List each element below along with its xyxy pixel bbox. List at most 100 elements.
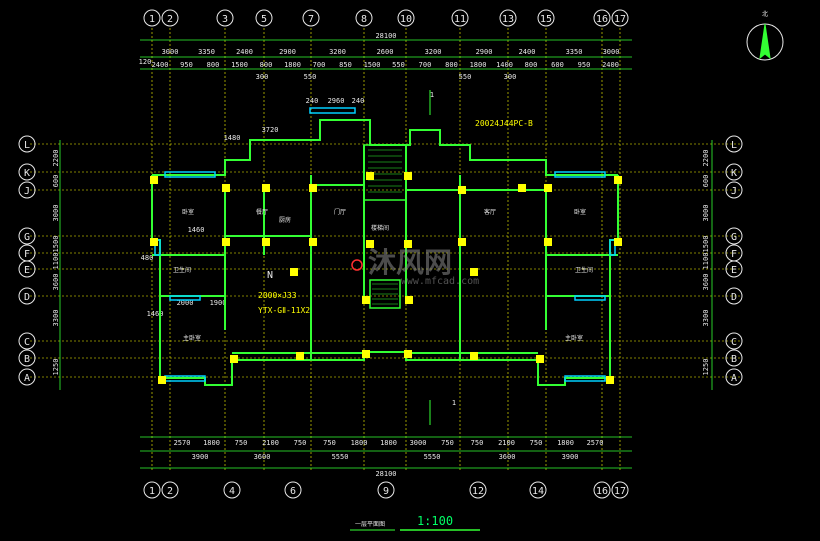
dim-right: 3600 (702, 274, 710, 291)
dim-bottom-row1: 1800 (557, 439, 574, 447)
dim-right: 1500 (702, 236, 710, 253)
axis-bubble-bottom (223, 481, 241, 499)
column (404, 350, 412, 358)
n-marker: N (267, 270, 273, 281)
dim-extra: 3720 (262, 126, 279, 134)
room-label: 客厅 (484, 208, 496, 216)
compass-north-label: 北 (762, 10, 768, 18)
dim-extra: 2000 (177, 299, 194, 307)
dim-bottom-row2: 3600 (254, 453, 271, 461)
axis-label-top: 13 (502, 14, 514, 25)
dim-bottom-row2: 5550 (332, 453, 349, 461)
dim-right: 1100 (702, 253, 710, 270)
dim-bottom-row2: 5550 (424, 453, 441, 461)
axis-bubble-top (537, 9, 555, 27)
dim-top-row2: 800 (207, 61, 220, 69)
column (404, 240, 412, 248)
column (458, 186, 466, 194)
dim-top-row2: 950 (578, 61, 591, 69)
compass-needle (759, 23, 771, 60)
axis-label-right: D (731, 292, 737, 303)
axis-label-right: J (731, 186, 737, 197)
stair-box-lower (369, 279, 401, 309)
axis-bubble-left (18, 163, 36, 181)
dim-bottom-row1: 1800 (380, 439, 397, 447)
dim-top-row2: 1500 (231, 61, 248, 69)
column (544, 238, 552, 246)
column (309, 238, 317, 246)
axis-bubble-right (725, 332, 743, 350)
axis-bubble-top (499, 9, 517, 27)
dim-top-row2: 950 (180, 61, 193, 69)
dim-top-row2: 1800 (284, 61, 301, 69)
room-label: 餐厅 (256, 208, 268, 216)
dim-right: 600 (702, 175, 710, 188)
dim-extra: 240 (352, 97, 365, 105)
axis-bubble-top (451, 9, 469, 27)
axis-label-top: 10 (400, 14, 412, 25)
axis-label-bottom: 17 (614, 486, 626, 497)
axis-label-bottom: 14 (532, 486, 544, 497)
axis-bubble-bottom (611, 481, 629, 499)
axis-label-left: F (24, 249, 30, 260)
axis-label-left: A (24, 373, 30, 384)
dim-top-row2: 600 (551, 61, 564, 69)
column (470, 352, 478, 360)
dim-top-row2: 1400 (496, 61, 513, 69)
column (309, 184, 317, 192)
dim-top-row1: 3350 (566, 48, 583, 56)
dim-extra: 480 (141, 254, 154, 262)
dim-top-row2: 700 (419, 61, 432, 69)
axis-label-top: 1 (149, 14, 155, 25)
room-label: 卧室 (574, 208, 586, 216)
dim-top-row2: 550 (392, 61, 405, 69)
outer-wall (151, 175, 619, 386)
column (536, 355, 544, 363)
dim-top-row1: 2900 (279, 48, 296, 56)
dim-extra: 1460 (188, 226, 205, 234)
room-label: 主卧室 (565, 334, 583, 342)
column (362, 296, 370, 304)
axis-label-right: F (731, 249, 737, 260)
column (262, 238, 270, 246)
room-label: 厨房 (279, 216, 291, 224)
dim-bottom-row1: 2100 (498, 439, 515, 447)
axis-label-bottom: 2 (167, 486, 173, 497)
room-label: 楼梯间 (371, 224, 389, 232)
axis-bubble-left (18, 368, 36, 386)
dim-left: 2200 (52, 150, 60, 167)
note-spec-3: 2000×J33 (258, 291, 297, 300)
dim-extra: 1460 (147, 310, 164, 318)
dim-bottom-row2: 3600 (499, 453, 516, 461)
axis-label-bottom: 9 (383, 486, 389, 497)
axis-bubble-top (161, 9, 179, 27)
axis-label-bottom: 6 (290, 486, 296, 497)
axis-label-right: A (731, 373, 737, 384)
dim-left: 3300 (52, 310, 60, 327)
column (544, 184, 552, 192)
column (404, 172, 412, 180)
axis-label-right: L (731, 140, 737, 151)
dim-left: 3000 (52, 205, 60, 222)
axis-label-bottom: 4 (229, 486, 235, 497)
column (518, 184, 526, 192)
column (150, 238, 158, 246)
axis-bubble-right (725, 227, 743, 245)
axis-label-right: C (731, 337, 737, 348)
dim-left: 1250 (52, 359, 60, 376)
axis-bubble-left (18, 332, 36, 350)
dim-top-row1: 3000 (603, 48, 620, 56)
column (614, 238, 622, 246)
dim-top-row2: 800 (260, 61, 273, 69)
dim-extra: 2960 (328, 97, 345, 105)
room-label: 卫生间 (173, 266, 191, 274)
dim-top-row2: 2400 (602, 61, 619, 69)
dim-extra: 240 (306, 97, 319, 105)
axis-label-left: L (24, 140, 30, 151)
axis-label-right: E (731, 265, 737, 276)
dim-bottom-row1: 750 (235, 439, 248, 447)
section-marker-bottom: 1 (452, 399, 456, 407)
dim-top-row3: 550 (304, 73, 317, 81)
dim-top-row2: 1500 (364, 61, 381, 69)
window (554, 171, 606, 178)
